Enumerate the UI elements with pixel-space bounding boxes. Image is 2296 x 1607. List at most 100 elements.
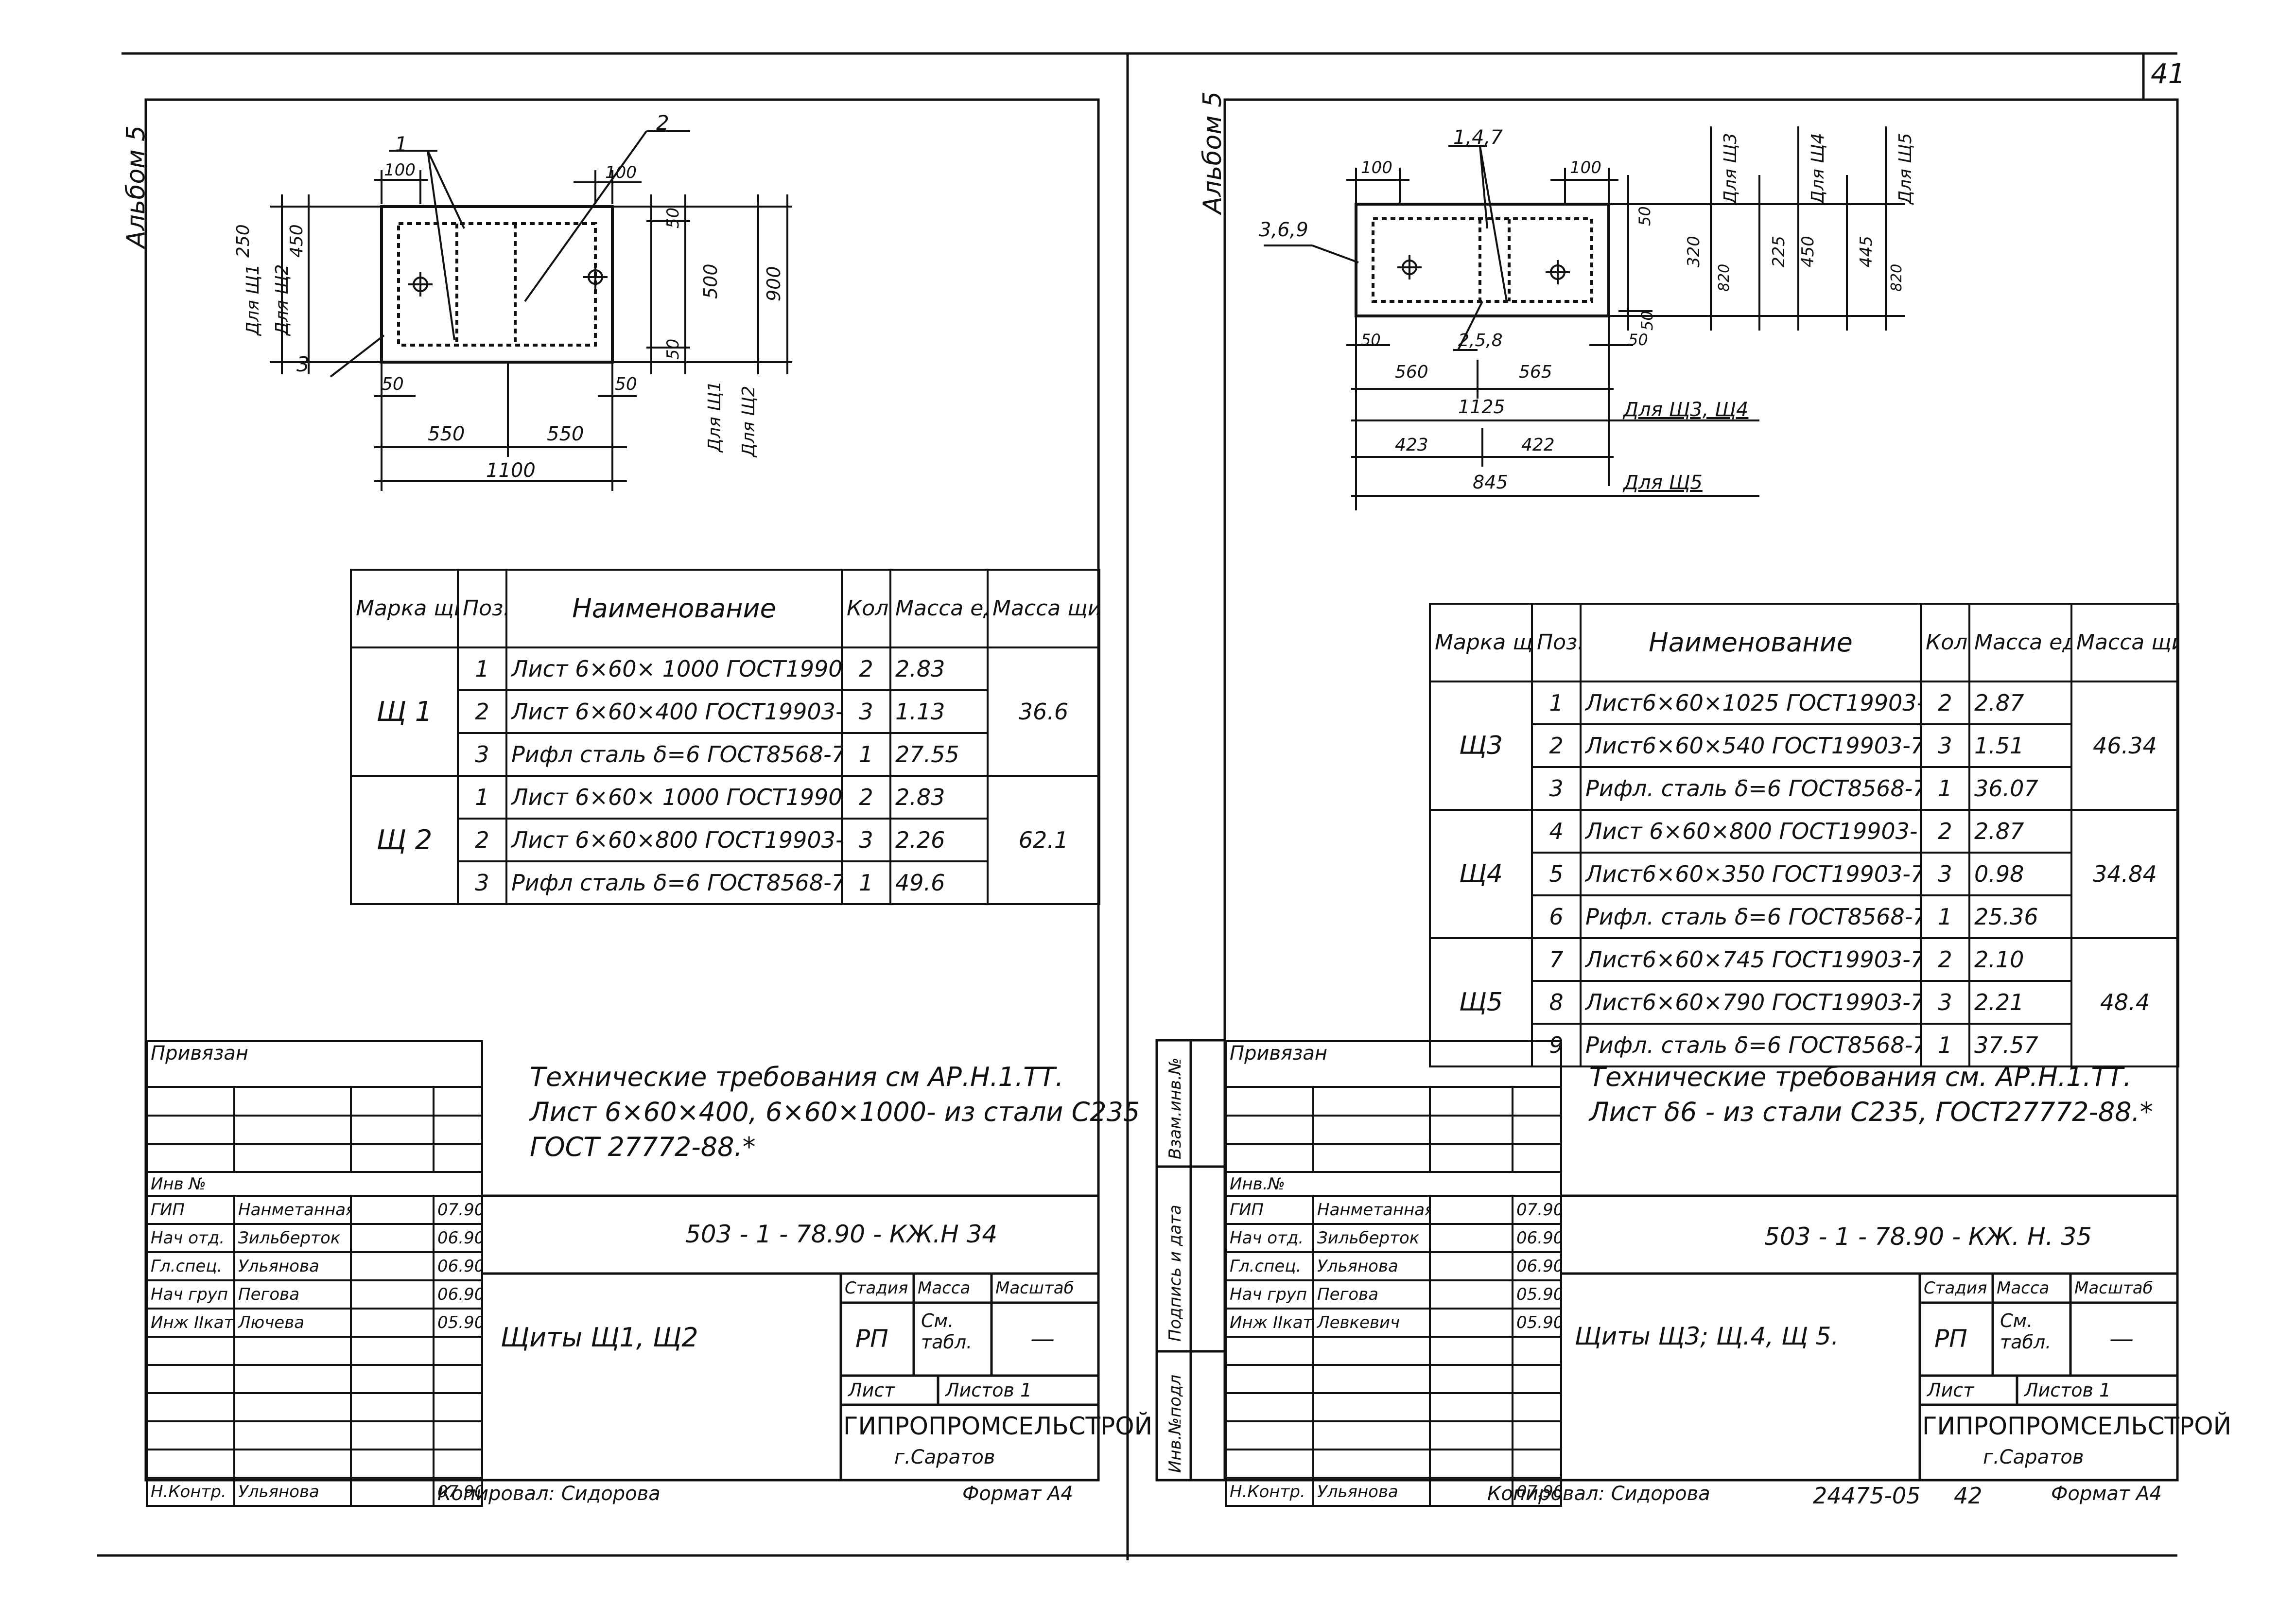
table-row: Щ5 7 Лист6×60×745 ГОСТ19903-74* 2 2.10 4… xyxy=(1429,937,2179,1067)
dim-bottom-50-left: 50 xyxy=(382,374,404,394)
stage-header: Стадия xyxy=(845,1278,908,1298)
sheet-number: 41 xyxy=(2151,58,2186,90)
name-cell: Лист 6×60×800 ГОСТ19903-74* xyxy=(1580,809,1922,854)
qty-cell: 3 xyxy=(841,689,891,734)
pos-label-3: 3 xyxy=(296,352,310,376)
name-cell: Лист6×60×790 ГОСТ19903-74* xyxy=(1580,980,1922,1025)
pos-cell: 1 xyxy=(1531,681,1582,725)
dim-845: 845 xyxy=(1473,472,1508,493)
mark-cell: Щ3 xyxy=(1429,681,1533,811)
left-notes: Технические требования см АР.Н.1.ТТ. Лис… xyxy=(530,1060,1140,1165)
date-cell: 07.90 xyxy=(1511,1195,1563,1225)
table-row: 6 Рифл. сталь δ=6 ГОСТ8568-77* 1 25.36 xyxy=(1430,894,2178,939)
for-sh3-sh4: Для Щ3, Щ4 xyxy=(1623,399,1749,421)
pos-cell: 1 xyxy=(457,646,507,691)
scale-header: Масштаб xyxy=(995,1278,1074,1298)
role-cell: Гл.спец. xyxy=(146,1251,235,1281)
signature-cell xyxy=(350,1251,435,1281)
qty-cell: 3 xyxy=(841,818,891,862)
role-cell: Нач отд. xyxy=(1225,1223,1314,1253)
qty-cell: 2 xyxy=(1920,937,1970,982)
unit-mass-cell: 49.6 xyxy=(889,860,989,905)
signature-cell xyxy=(1429,1477,1513,1507)
role-cell: Нач груп xyxy=(1225,1279,1314,1310)
org-name: ГИПРОПРОМСЕЛЬСТРОЙ xyxy=(1922,1412,2232,1440)
header-qty: Кол. xyxy=(841,569,891,648)
org-city: г.Саратов xyxy=(894,1446,995,1468)
inv-label: Инв.№ xyxy=(1224,1171,1563,1197)
role-cell: Инж IIкат xyxy=(146,1308,235,1338)
dim-bottom-1100: 1100 xyxy=(486,459,536,482)
role-cell: Н.Контр. xyxy=(1225,1477,1314,1507)
name-cell: Рифл. сталь δ=6 ГОСТ8568-77* xyxy=(1580,766,1922,811)
name-cell: Ульянова xyxy=(1312,1251,1431,1281)
qty-cell: 1 xyxy=(1920,894,1970,939)
mark-cell: Щ 1 xyxy=(350,646,459,777)
note-line: Лист 6×60×400, 6×60×1000- из стали С235 xyxy=(530,1097,1140,1127)
note-line: Лист δ6 - из стали С235, ГОСТ27772-88.* xyxy=(1589,1097,2153,1127)
table-row: 3 Рифл сталь δ=6 ГОСТ8568-77* 1 27.55 xyxy=(351,732,1099,777)
name-cell: Ульянова xyxy=(233,1251,352,1281)
date-cell: 07.90 xyxy=(432,1195,484,1225)
signature-cell xyxy=(1429,1223,1513,1253)
dim-top-right: 100 xyxy=(1570,158,1601,177)
unit-mass-cell: 27.55 xyxy=(889,732,989,777)
role-cell: Нач груп xyxy=(146,1279,235,1310)
signature-cell xyxy=(350,1477,435,1507)
table-row: 3 Рифл сталь δ=6 ГОСТ8568-77* 1 49.6 xyxy=(351,860,1099,905)
table-row: Щ 2 1 Лист 6×60× 1000 ГОСТ19903-74* 2 2.… xyxy=(350,775,1100,905)
note-line: ГОСТ 27772-88.* xyxy=(530,1132,756,1162)
name-cell: Нанметанная xyxy=(1312,1195,1431,1225)
header-mark: Марка щита xyxy=(350,569,459,648)
total-mass-cell: 46.34 xyxy=(2070,681,2179,811)
role-cell: Инж IIкат xyxy=(1225,1308,1314,1338)
role-cell: ГИП xyxy=(1225,1195,1314,1225)
name-cell: Рифл сталь δ=6 ГОСТ8568-77* xyxy=(505,732,843,777)
pos-cell: 3 xyxy=(457,732,507,777)
signature-cell xyxy=(1429,1251,1513,1281)
signature-cell xyxy=(350,1223,435,1253)
for-sh5: Для Щ5 xyxy=(1623,472,1703,494)
unit-mass-cell: 2.87 xyxy=(1968,809,2072,854)
left-spec-table: Марка щита Поз. Наименование Кол. Масса … xyxy=(350,569,1100,905)
privyazan-label: Привязан xyxy=(1224,1040,1563,1088)
unit-mass-cell: 2.26 xyxy=(889,818,989,862)
signature-cell xyxy=(350,1308,435,1338)
name-cell: Лючева xyxy=(233,1308,352,1338)
unit-mass-cell: 25.36 xyxy=(1968,894,2072,939)
signature-cell xyxy=(350,1195,435,1225)
left-drawing-title: Щиты Щ1, Щ2 xyxy=(501,1322,698,1353)
scale-value: — xyxy=(1030,1325,1055,1353)
date-cell: 06.90 xyxy=(1511,1223,1563,1253)
qty-cell: 3 xyxy=(1920,852,1970,896)
qty-cell: 1 xyxy=(1920,766,1970,811)
name-cell: Ульянова xyxy=(1312,1477,1431,1507)
right-notes: Технические требования см. АР.Н.1.ТТ. Ли… xyxy=(1589,1060,2153,1130)
qty-cell: 1 xyxy=(841,732,891,777)
pos-cell: 8 xyxy=(1531,980,1582,1025)
qty-cell: 2 xyxy=(841,646,891,691)
stage-value: РП xyxy=(1934,1325,1967,1353)
header-total-mass: Масса щита,кг xyxy=(987,569,1100,648)
inv-label: Инв № xyxy=(145,1171,484,1197)
dim-bottom-550-left: 550 xyxy=(428,423,465,445)
dim-1125: 1125 xyxy=(1458,396,1505,418)
total-mass-cell: 48.4 xyxy=(2070,937,2179,1067)
scale-header: Масштаб xyxy=(2074,1278,2153,1298)
unit-mass-cell: 36.07 xyxy=(1968,766,2072,811)
sheets-label: Листов 1 xyxy=(945,1380,1032,1401)
pos-cell: 2 xyxy=(457,689,507,734)
name-cell: Лист6×60×350 ГОСТ19903-74* xyxy=(1580,852,1922,896)
dim-560: 560 xyxy=(1395,362,1428,382)
